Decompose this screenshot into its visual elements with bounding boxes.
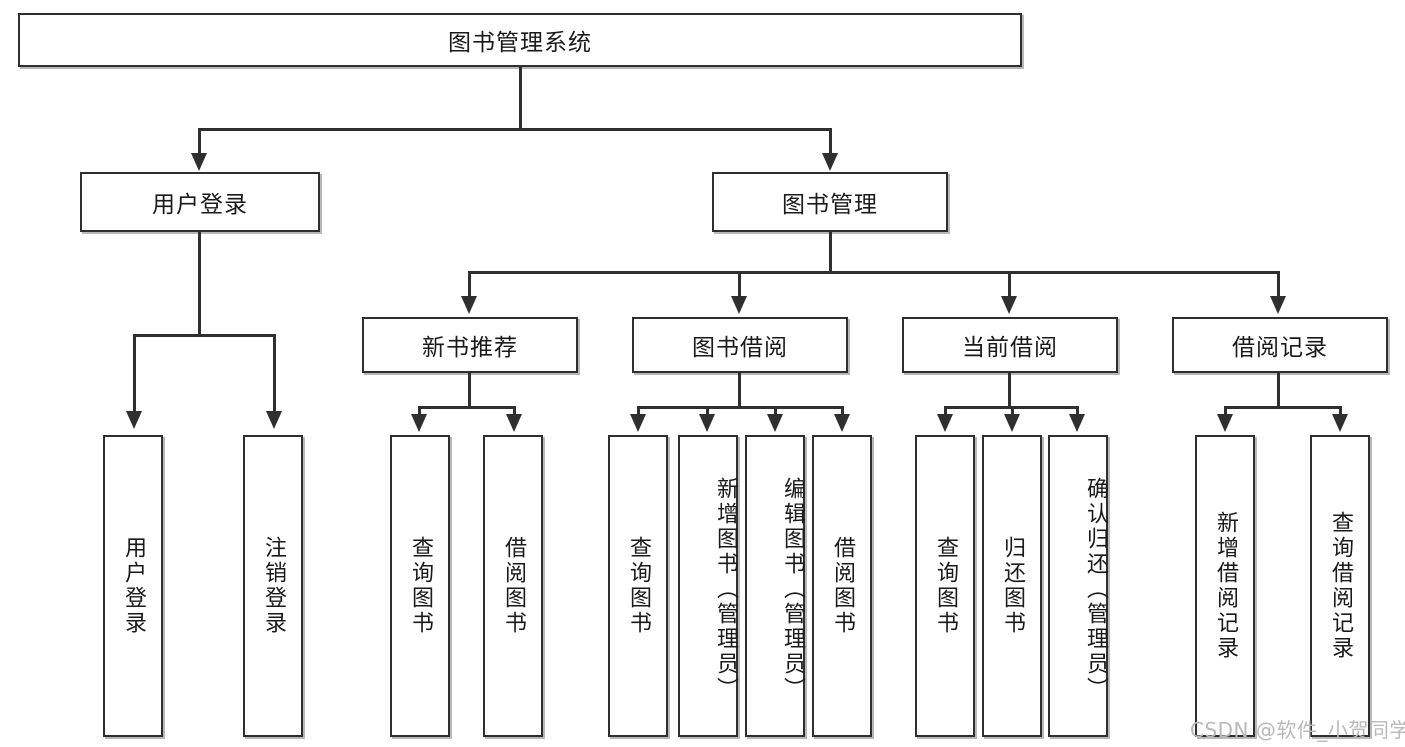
arrow-to-leaf-query-record [1332,414,1348,432]
edge-root-stem [519,67,522,130]
edge-br-drop-1 [1224,406,1227,418]
arrow-to-leaf-borrow-book-1 [506,414,522,432]
edge-nbr-drop-2 [513,406,516,418]
csdn-watermark: CSDN @软件_小贺同学 [1190,718,1405,742]
node-user-login[interactable]: 用户登录 [80,172,320,232]
arrow-to-leaf-query-book-3 [937,414,953,432]
edge-root-drop-left [198,128,201,156]
edge-bm-drop-1 [468,271,471,299]
leaf-query-record[interactable]: 查询借阅记录 [1310,435,1370,737]
edge-bm-drop-4 [1277,271,1280,299]
node-root-system[interactable]: 图书管理系统 [18,13,1022,67]
arrow-to-leaf-user-login [126,411,142,429]
leaf-query-book-1[interactable]: 查询图书 [390,435,450,737]
leaf-query-book-3[interactable]: 查询图书 [915,435,975,737]
leaf-return-book[interactable]: 归还图书 [982,435,1042,737]
edge-bb-drop-2 [706,406,709,418]
arrow-to-leaf-edit-book [767,414,783,432]
arrow-to-leaf-return-book [1004,414,1020,432]
node-current-borrow[interactable]: 当前借阅 [902,317,1118,373]
edge-user-login-stem [198,232,201,336]
edge-bb-stem [738,373,741,409]
node-new-book-recommend[interactable]: 新书推荐 [362,317,578,373]
arrow-to-leaf-add-record [1217,414,1233,432]
edge-book-management-bus [468,271,1280,274]
leaf-edit-book[interactable]: 编辑图书（管理员） [745,435,805,737]
edge-nbr-drop-1 [418,406,421,418]
leaf-confirm-return[interactable]: 确认归还（管理员） [1048,435,1108,737]
edge-user-login-drop-2 [273,334,276,414]
edge-bb-drop-3 [774,406,777,418]
leaf-logout[interactable]: 注销登录 [243,435,303,737]
edge-user-login-bus [133,334,276,337]
edge-bm-drop-3 [1008,271,1011,299]
edge-root-bus [198,128,832,131]
edge-nbr-stem [468,373,471,409]
arrow-to-book-management [822,153,838,171]
arrow-to-new-book-recommend [461,296,477,314]
arrow-to-leaf-query-book-1 [411,414,427,432]
leaf-user-login[interactable]: 用户登录 [103,435,163,737]
edge-cb-drop-2 [1011,406,1014,418]
leaf-borrow-book-2[interactable]: 借阅图书 [812,435,872,737]
edge-br-bus [1224,406,1342,409]
arrow-to-user-login [191,153,207,171]
arrow-to-leaf-query-book-2 [630,414,646,432]
leaf-borrow-book-1[interactable]: 借阅图书 [483,435,543,737]
arrow-to-leaf-add-book [699,414,715,432]
edge-book-management-stem [829,232,832,274]
leaf-add-book[interactable]: 新增图书（管理员） [678,435,738,737]
edge-cb-stem [1008,373,1011,409]
edge-bb-drop-4 [841,406,844,418]
leaf-query-book-2[interactable]: 查询图书 [608,435,668,737]
node-book-borrow[interactable]: 图书借阅 [632,317,848,373]
leaf-add-record[interactable]: 新增借阅记录 [1195,435,1255,737]
edge-root-drop-right [829,128,832,156]
edge-nbr-bus [418,406,516,409]
node-book-management[interactable]: 图书管理 [712,172,948,232]
edge-bb-drop-1 [637,406,640,418]
edge-bm-drop-2 [738,271,741,299]
edge-user-login-drop-1 [133,334,136,414]
arrow-to-leaf-borrow-book-2 [834,414,850,432]
arrow-to-leaf-confirm-return [1069,414,1085,432]
edge-br-drop-2 [1339,406,1342,418]
edge-cb-drop-3 [1076,406,1079,418]
edge-br-stem [1277,373,1280,409]
edge-bb-bus [637,406,844,409]
node-borrow-record[interactable]: 借阅记录 [1172,317,1388,373]
edge-cb-drop-1 [944,406,947,418]
arrow-to-book-borrow [731,296,747,314]
arrow-to-current-borrow [1001,296,1017,314]
arrow-to-leaf-logout [266,411,282,429]
arrow-to-borrow-record [1270,296,1286,314]
